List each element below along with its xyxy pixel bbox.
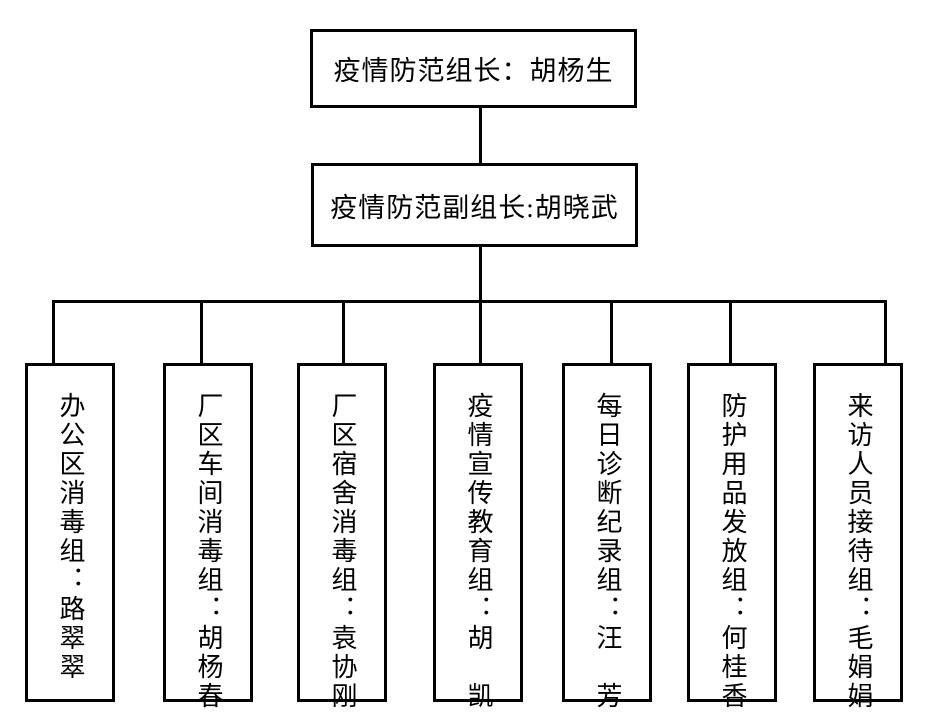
- group-label: 疫情宣传教育组：胡 凯: [464, 392, 493, 711]
- group-label: 来访人员接待组：毛娟娟: [844, 392, 873, 711]
- group-box-office-disinfection: 办公区消毒组：路翠翠: [25, 363, 115, 702]
- group-label: 厂区宿舍消毒组：袁协刚: [328, 392, 357, 711]
- group-box-visitor-reception: 来访人员接待组：毛娟娟: [813, 363, 903, 711]
- connector-drop-2: [200, 300, 203, 365]
- connector-leader-deputy: [479, 108, 482, 163]
- leader-label: 疫情防范组长：胡杨生: [333, 56, 614, 86]
- deputy-label: 疫情防范副组长:胡晓武: [330, 192, 619, 223]
- connector-rail: [52, 300, 887, 303]
- group-box-workshop-disinfection: 厂区车间消毒组：胡杨春: [163, 363, 253, 711]
- connector-drop-5: [610, 300, 613, 365]
- group-label: 办公区消毒组：路翠翠: [56, 392, 85, 682]
- deputy-box: 疫情防范副组长:胡晓武: [311, 163, 638, 247]
- group-label: 厂区车间消毒组：胡杨春: [194, 392, 223, 711]
- group-label: 防护用品发放组：何桂香: [718, 392, 747, 711]
- connector-drop-4: [479, 300, 482, 365]
- connector-drop-1: [52, 300, 55, 365]
- group-box-publicity-education: 疫情宣传教育组：胡 凯: [433, 363, 523, 711]
- group-label: 每日诊断纪录组：汪 芳: [593, 392, 622, 711]
- connector-drop-3: [342, 300, 345, 365]
- group-box-dormitory-disinfection: 厂区宿舍消毒组：袁协刚: [297, 363, 387, 711]
- connector-drop-7: [884, 300, 887, 365]
- group-box-protective-supplies: 防护用品发放组：何桂香: [687, 363, 777, 711]
- group-box-daily-diagnosis-record: 每日诊断纪录组：汪 芳: [562, 363, 652, 711]
- leader-box: 疫情防范组长：胡杨生: [310, 29, 637, 108]
- connector-drop-6: [729, 300, 732, 365]
- connector-deputy-rail: [479, 247, 482, 303]
